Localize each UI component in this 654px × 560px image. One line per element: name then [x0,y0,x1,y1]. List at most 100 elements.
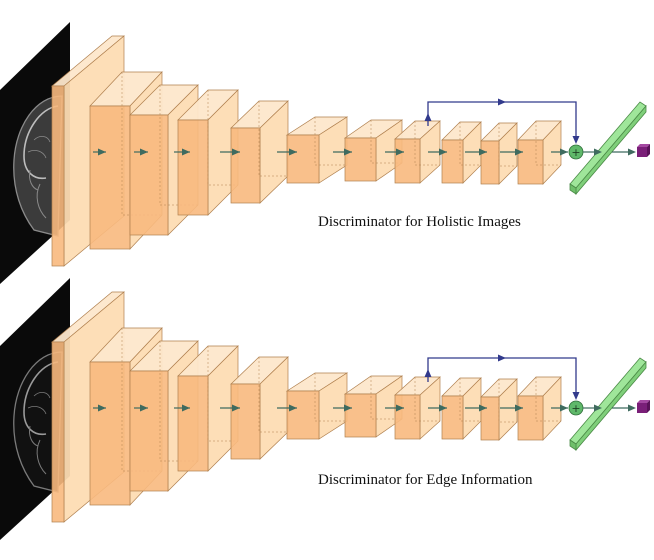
arrow-head-icon [289,404,297,412]
arrow-head-icon [396,148,404,156]
arrow-head-icon [628,148,636,156]
conv-layer-5 [230,356,289,460]
arrow-head-icon [344,404,352,412]
forward-arrow-11 [551,148,568,156]
fc-side [575,104,647,196]
conv-layer-10 [480,378,518,441]
layer-front-face [89,105,131,250]
layer-front-face [441,139,464,184]
conv-layer-6 [285,116,349,184]
forward-arrow-2 [134,404,148,412]
layer-front-face [230,383,261,460]
layer-front-face [517,139,544,185]
layer-front-face [394,394,421,440]
adder-node: + [568,400,584,416]
layer-hidden-edges [459,122,481,166]
sulci-lines [27,136,51,159]
layer-front-face [480,396,500,441]
layer-front-face [286,134,320,184]
arrow-head-icon [515,148,523,156]
output-node [637,144,650,157]
edge-discriminator: + [0,278,650,540]
forward-arrow-6 [333,404,352,412]
layer-front-face [51,341,65,523]
brainstem-contour [29,169,47,219]
forward-arrow-2 [134,148,148,156]
brain-contour [23,105,59,180]
layer-hidden-edges [535,377,561,422]
fc-face [569,357,647,445]
forward-arrow-8 [428,404,447,412]
caption-edge-information: Discriminator for Edge Information [318,472,533,488]
conv-layer-7 [343,119,404,182]
layer-front-face [89,361,131,506]
skip-arrow-down-icon [572,392,580,400]
holistic-discriminator: + [0,22,650,284]
layer-front-face [51,85,65,267]
layer-front-face [517,395,544,441]
arrow-head-icon [140,148,148,156]
arrow-head-icon [98,148,106,156]
arrow-head-icon [140,404,148,412]
layer-front-face [394,138,421,184]
layer-front-face [441,395,464,440]
skip-arrow-right-icon [498,98,506,106]
forward-arrow-5 [277,404,297,412]
head-outline [13,95,63,237]
adder-symbol: + [571,402,580,415]
brain-edge-icon [13,351,63,493]
conv-layer-11 [517,376,562,441]
forward-arrow-4 [220,148,240,156]
arrow-head-icon [560,404,568,412]
layer-hidden-edges [414,121,440,166]
forward-arrow-11 [551,404,568,412]
forward-arrow-1 [93,404,106,412]
skip-arrow-right-icon [498,354,506,362]
arrow-head-icon [479,404,487,412]
fc-face [569,101,647,189]
adder-node: + [568,144,584,160]
conv-layer-5 [230,100,289,204]
adder-to-fc-arrow [583,148,602,156]
conv-layer-8 [394,120,441,184]
layer-front-face [480,140,500,185]
forward-arrow-3 [174,404,190,412]
conv-layer-9 [441,377,482,440]
fc-to-output-arrow [612,404,636,412]
arrow-head-icon [479,148,487,156]
arrow-head-icon [594,148,602,156]
fc-side [575,360,647,452]
layer-front-face [177,119,209,216]
forward-arrow-7 [385,148,404,156]
skip-arrow-up-icon [424,113,432,121]
layer-front-face [344,137,377,182]
output-top [637,400,650,403]
arrow-head-icon [232,148,240,156]
layer-hidden-edges [314,117,347,166]
arrow-head-icon [98,404,106,412]
arrow-head-icon [344,148,352,156]
arrow-head-icon [439,404,447,412]
layer-front-face [129,370,169,492]
arrow-head-icon [182,148,190,156]
skip-connection [424,98,580,144]
layer-hidden-edges [414,377,440,422]
arrow-head-icon [594,404,602,412]
brain-contour [23,361,59,436]
output-front [637,147,647,157]
fully-connected-layer [569,101,647,196]
brain-mri-icon [13,95,63,237]
arrow-head-icon [515,404,523,412]
output-front [637,403,647,413]
conv-layer-7 [343,375,404,438]
layer-hidden-edges [258,101,288,177]
forward-arrow-9 [465,404,487,412]
sulci-lines [27,392,51,415]
forward-arrow-4 [220,404,240,412]
fully-connected-layer [569,357,647,452]
forward-arrow-3 [174,148,190,156]
forward-arrow-9 [465,148,487,156]
fc-end [569,439,577,451]
